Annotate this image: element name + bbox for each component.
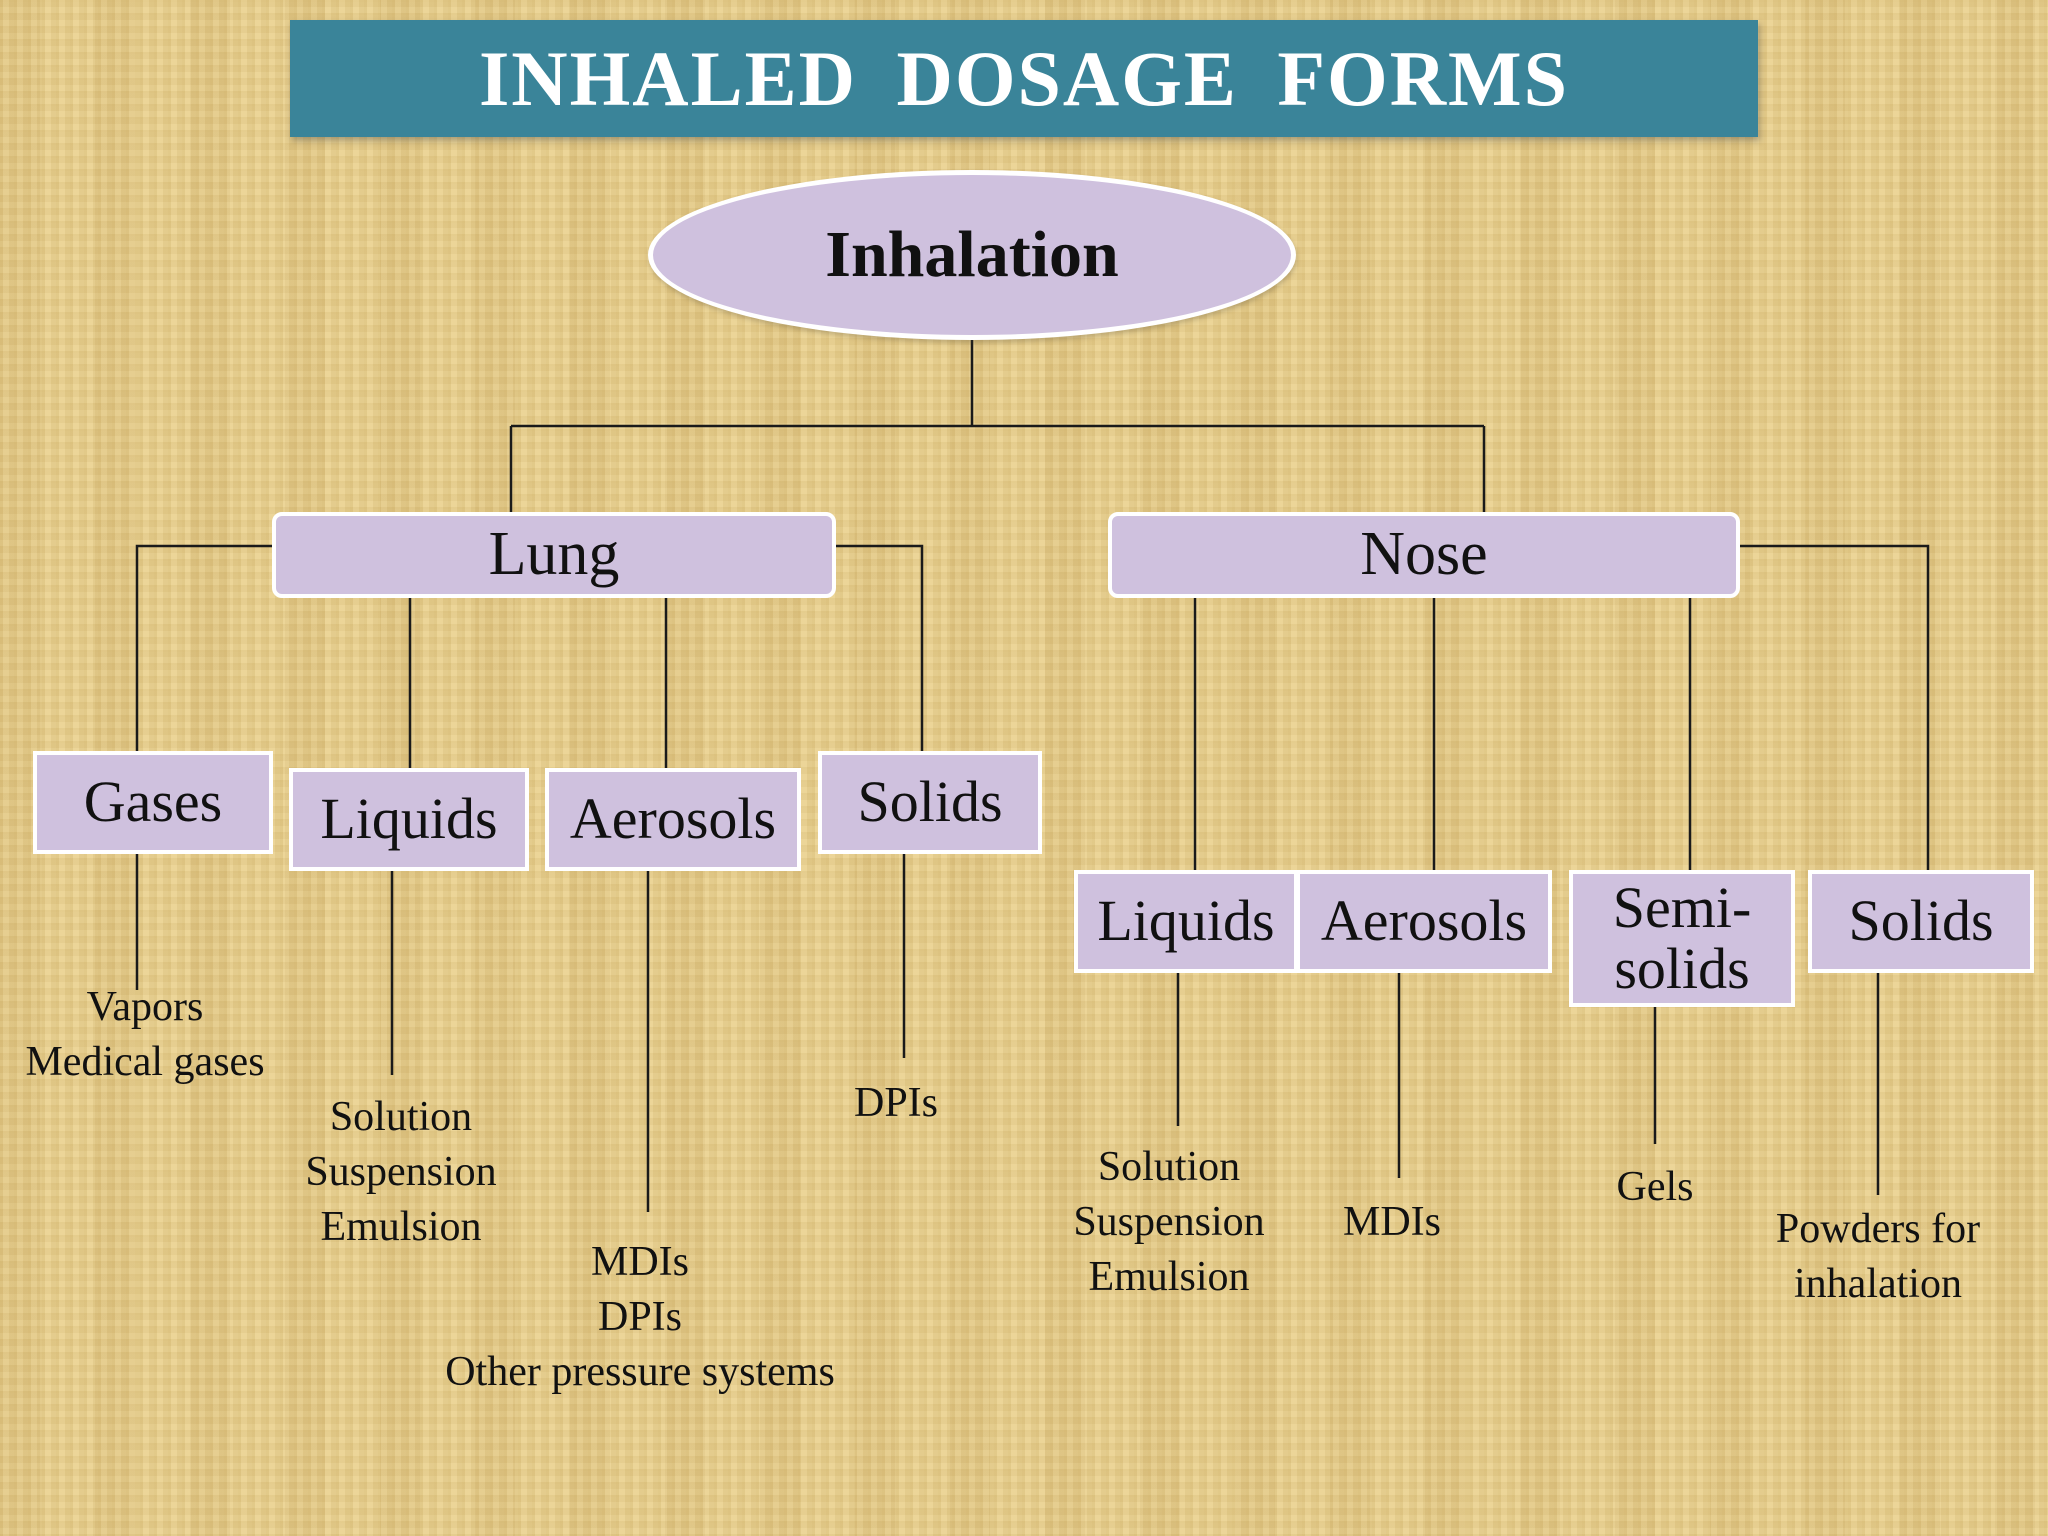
connector-lung-gases — [135, 544, 272, 752]
node-nose-liquids-label: Liquids — [1097, 888, 1275, 954]
node-lung-solids: Solids — [818, 751, 1042, 854]
node-lung-gases-label: Gases — [83, 769, 223, 835]
leaf-item: inhalation — [1794, 1261, 1962, 1307]
root-node-inhalation: Inhalation — [648, 170, 1296, 340]
leaf-item: Suspension — [305, 1149, 497, 1195]
leaf-lung-liquids: Solution Suspension Emulsion — [270, 1090, 532, 1255]
node-lung-solids-label: Solids — [857, 769, 1003, 835]
node-lung-aerosols-label: Aerosols — [569, 786, 777, 852]
node-lung-label: Lung — [488, 520, 620, 589]
leaf-lung-gases: Vapors Medical gases — [4, 980, 286, 1090]
page-title: INHALED DOSAGE FORMS — [478, 34, 1570, 122]
leaf-item: Solution — [1097, 1144, 1241, 1190]
node-nose-liquids: Liquids — [1074, 870, 1298, 973]
node-nose: Nose — [1108, 512, 1740, 598]
node-lung-liquids-label: Liquids — [320, 786, 498, 852]
leaf-item: Suspension — [1073, 1199, 1265, 1245]
leaf-nose-aerosols: MDIs — [1318, 1195, 1466, 1250]
leaf-item: MDIs — [590, 1239, 689, 1285]
leaf-item: Solution — [329, 1094, 473, 1140]
leaf-nose-liquids: Solution Suspension Emulsion — [1048, 1140, 1290, 1305]
node-lung-aerosols: Aerosols — [545, 768, 801, 871]
node-lung-liquids: Liquids — [289, 768, 529, 871]
node-lung: Lung — [272, 512, 836, 598]
node-lung-gases: Gases — [33, 751, 273, 854]
leaf-item: Medical gases — [25, 1039, 265, 1085]
leaf-lung-aerosols: MDIs DPIs Other pressure systems — [410, 1235, 870, 1400]
leaf-item: MDIs — [1342, 1199, 1441, 1245]
leaf-nose-solids: Powders for inhalation — [1748, 1202, 2008, 1312]
root-node-label: Inhalation — [825, 218, 1119, 291]
leaf-item: Emulsion — [1088, 1254, 1250, 1300]
leaf-lung-solids: DPIs — [820, 1076, 972, 1131]
node-nose-label: Nose — [1360, 520, 1488, 589]
leaf-item: Powders for — [1775, 1206, 1981, 1252]
node-nose-semisolids-label-line2: solids — [1614, 935, 1750, 1001]
leaf-item: Emulsion — [320, 1204, 482, 1250]
node-nose-aerosols: Aerosols — [1296, 870, 1552, 973]
node-nose-solids-label: Solids — [1848, 888, 1994, 954]
title-banner: INHALED DOSAGE FORMS — [290, 20, 1758, 137]
leaf-item: DPIs — [597, 1294, 683, 1340]
leaf-item: DPIs — [853, 1080, 939, 1126]
node-nose-semisolids-label-line1: Semi- — [1612, 874, 1752, 940]
leaf-item: Gels — [1616, 1164, 1694, 1210]
node-nose-solids: Solids — [1808, 870, 2034, 973]
connector-nose-solids — [1740, 544, 1930, 870]
leaf-nose-semisolids: Gels — [1590, 1160, 1720, 1215]
node-nose-semisolids: Semi- solids — [1569, 870, 1795, 1007]
connector-lung-solids — [836, 544, 924, 752]
leaf-item: Vapors — [86, 984, 204, 1030]
node-nose-aerosols-label: Aerosols — [1320, 888, 1528, 954]
leaf-item: Other pressure systems — [445, 1349, 835, 1395]
